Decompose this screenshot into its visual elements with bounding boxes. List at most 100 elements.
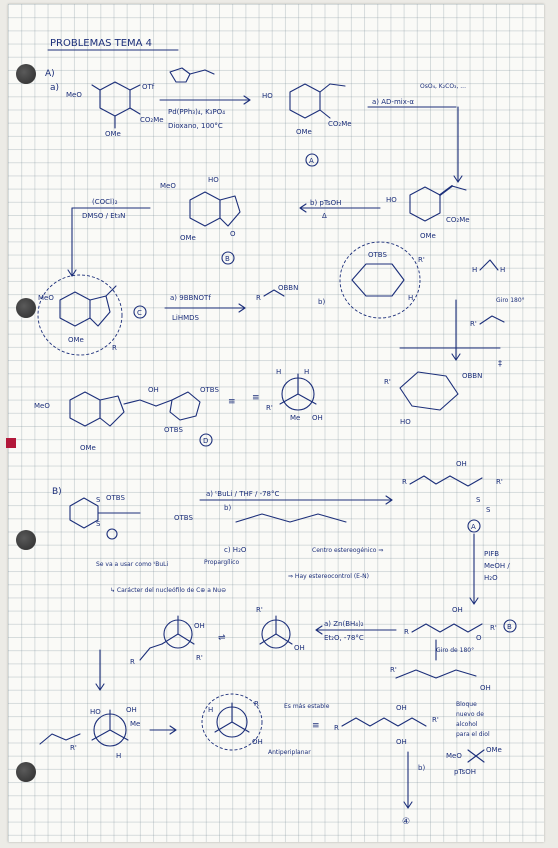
svg-text:H: H — [304, 368, 309, 376]
section-letter: A) — [45, 69, 55, 79]
svg-text:HO: HO — [208, 176, 219, 184]
svg-text:Pd(PPh₃)₄, K₃PO₄: Pd(PPh₃)₄, K₃PO₄ — [168, 108, 225, 116]
svg-text:OH: OH — [148, 386, 159, 394]
newman-projection: H H R' Me OH — [266, 368, 323, 422]
svg-text:Se va a usar como ᵗBuLi: Se va a usar como ᵗBuLi — [96, 561, 169, 568]
svg-text:OBBN: OBBN — [278, 284, 298, 292]
svg-text:OH: OH — [456, 460, 467, 468]
svg-text:R': R' — [470, 320, 477, 328]
svg-text:S: S — [96, 496, 101, 504]
svg-text:CO₂Me: CO₂Me — [328, 120, 352, 128]
newman-bottom-1: HO OH Me R' H — [39, 706, 140, 760]
svg-text:R: R — [254, 700, 259, 708]
svg-text:R': R' — [490, 624, 497, 632]
newman-chelate-2: R' OH — [256, 606, 305, 652]
svg-text:R': R' — [70, 744, 77, 752]
svg-text:a) Zn(BH₄)₂: a) Zn(BH₄)₂ — [324, 620, 364, 628]
svg-text:OH: OH — [294, 644, 305, 652]
svg-text:S: S — [96, 520, 101, 528]
molecule-B: MeO HO O OMe B — [160, 176, 241, 265]
svg-text:R: R — [402, 478, 407, 486]
svg-text:Dioxano, 100°C: Dioxano, 100°C — [168, 122, 223, 130]
svg-text:≡: ≡ — [312, 721, 320, 731]
svg-text:R': R' — [432, 716, 439, 724]
svg-text:OTBS: OTBS — [164, 426, 183, 434]
svg-text:R: R — [404, 628, 409, 636]
svg-text:Antiperiplanar: Antiperiplanar — [268, 749, 311, 756]
svg-text:OBBN: OBBN — [462, 372, 482, 380]
binder-hole — [16, 530, 36, 550]
svg-text:H₂O: H₂O — [484, 574, 498, 582]
svg-text:H: H — [408, 294, 413, 302]
svg-text:A: A — [309, 157, 314, 165]
svg-text:C: C — [137, 309, 142, 317]
svg-text:Me: Me — [130, 720, 140, 728]
svg-text:OMe: OMe — [296, 128, 312, 136]
svg-text:MeO: MeO — [446, 752, 462, 760]
svg-text:R: R — [256, 294, 261, 302]
svg-text:⇒ Hay estereocontrol (E-N): ⇒ Hay estereocontrol (E-N) — [288, 573, 369, 580]
newman-bottom-2: R OH H — [201, 693, 263, 751]
svg-text:OH: OH — [396, 738, 407, 746]
svg-text:Et₂O, -78°C: Et₂O, -78°C — [324, 634, 364, 642]
svg-text:para el diol: para el diol — [456, 731, 490, 738]
svg-text:⇌: ⇌ — [218, 633, 226, 643]
svg-text:Giro de 180°: Giro de 180° — [436, 647, 474, 654]
svg-text:R: R — [334, 724, 339, 732]
svg-text:H: H — [116, 752, 121, 760]
molecule-diol: HO CO₂Me OMe — [386, 185, 470, 240]
molecule-B2: R OH O R' B — [404, 606, 517, 642]
svg-text:b): b) — [224, 504, 231, 512]
binder-hole — [16, 298, 36, 318]
svg-text:CO₂Me: CO₂Me — [140, 116, 164, 124]
svg-text:nuevo de: nuevo de — [456, 711, 484, 718]
svg-text:OTf: OTf — [142, 83, 155, 91]
svg-text:OH: OH — [194, 622, 205, 630]
svg-text:PIFB: PIFB — [484, 550, 499, 558]
svg-text:Giro 180°: Giro 180° — [496, 297, 525, 304]
svg-text:MeO: MeO — [66, 91, 82, 99]
svg-text:HO: HO — [400, 418, 411, 426]
svg-text:S: S — [486, 506, 491, 514]
svg-text:OH: OH — [312, 414, 323, 422]
svg-text:OH: OH — [452, 606, 463, 614]
reagent-boronate — [169, 67, 215, 83]
svg-text:a) ᵗBuLi / THF / -78°C: a) ᵗBuLi / THF / -78°C — [206, 490, 280, 498]
svg-text:↳ Carácter del nucleófilo de C: ↳ Carácter del nucleófilo de C⊕ a Nu⊖ — [110, 587, 226, 594]
svg-text:H: H — [500, 266, 505, 274]
page-title: PROBLEMAS TEMA 4 — [50, 38, 152, 49]
svg-text:R': R' — [266, 404, 273, 412]
svg-text:OMe: OMe — [180, 234, 196, 242]
svg-text:MeO: MeO — [38, 294, 54, 302]
svg-text:R': R' — [496, 478, 503, 486]
molecule-A2: R OH R' S S A — [402, 460, 503, 533]
svg-text:b): b) — [418, 764, 425, 772]
transition-state: OTBS R' H — [339, 241, 425, 319]
svg-text:Propargílico: Propargílico — [204, 559, 239, 566]
svg-text:HO: HO — [262, 92, 273, 100]
svg-text:OMe: OMe — [486, 746, 502, 754]
svg-text:B: B — [507, 623, 512, 631]
svg-text:c) H₂O: c) H₂O — [224, 546, 247, 554]
svg-text:b) pTsOH: b) pTsOH — [310, 199, 341, 207]
molecule-D: MeO OH OMe OTBS OTBS D — [34, 386, 219, 452]
svg-text:b): b) — [318, 298, 325, 306]
svg-text:MeO: MeO — [34, 402, 50, 410]
svg-text:B: B — [225, 255, 230, 263]
svg-text:O: O — [476, 634, 482, 642]
svg-text:LiHMDS: LiHMDS — [172, 314, 200, 322]
svg-text:(COCl)₂: (COCl)₂ — [92, 198, 118, 206]
svg-text:R: R — [130, 658, 135, 666]
svg-text:CO₂Me: CO₂Me — [446, 216, 470, 224]
molecule-syn-diol: R OH OH R' — [334, 704, 439, 746]
svg-text:OTBS: OTBS — [200, 386, 219, 394]
svg-text:DMSO / Et₃N: DMSO / Et₃N — [82, 212, 125, 220]
svg-text:R: R — [112, 344, 117, 352]
notebook-page — [8, 4, 544, 842]
svg-text:pTsOH: pTsOH — [454, 768, 476, 776]
svg-text:HO: HO — [386, 196, 397, 204]
svg-text:Bloque: Bloque — [456, 701, 477, 708]
svg-text:≡: ≡ — [252, 393, 260, 403]
svg-text:a) AD-mix-α: a) AD-mix-α — [372, 98, 414, 106]
